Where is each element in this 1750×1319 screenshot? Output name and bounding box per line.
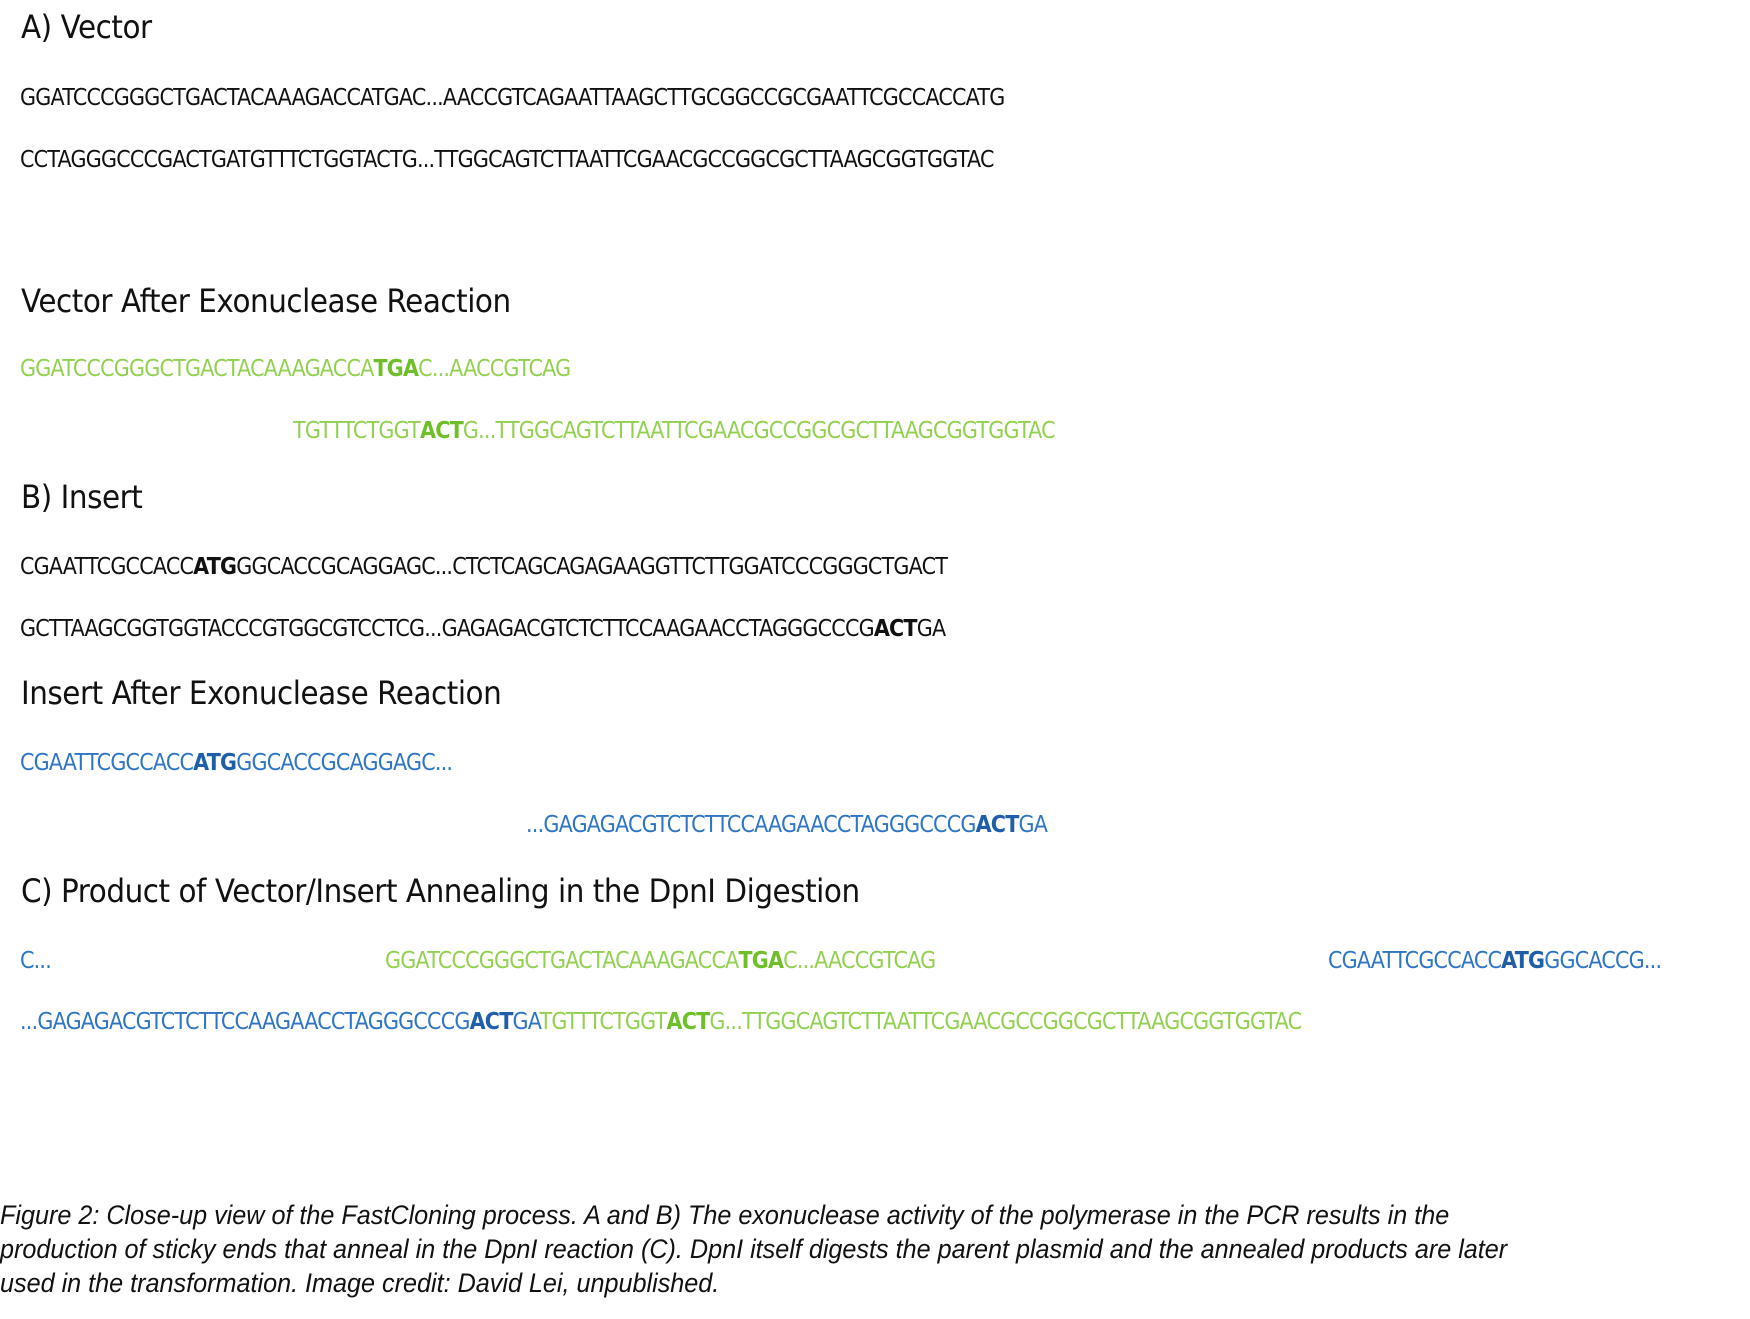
- seq-bold-part: ATG: [1501, 946, 1545, 974]
- vector-top-strand: GGATCCCGGGCTGACTACAAAGACCATGAC...AACCGTC…: [20, 83, 1005, 111]
- seq-part: ...GAGAGACGTCTCTTCCAAGAACCTAGGGCCCG: [526, 810, 976, 838]
- seq-part: CGAATTCGCCACC: [20, 748, 194, 776]
- seq-bold-part: ATG: [193, 552, 237, 580]
- seq-bold-part: TGA: [373, 354, 419, 382]
- insert-after-bottom-strand: ...GAGAGACGTCTCTTCCAAGAACCTAGGGCCCGACTGA: [526, 810, 1048, 838]
- product-top-insert-right: CGAATTCGCCACCATGGGCACCG...: [1328, 946, 1662, 974]
- product-bottom-vector: TGTTTCTGGTACTG...TTGGCAGTCTTAATTCGAACGCC…: [539, 1007, 1303, 1035]
- product-bottom-strand: ...GAGAGACGTCTCTTCCAAGAACCTAGGGCCCGACTGA…: [20, 1007, 1303, 1035]
- vector-after-heading: Vector After Exonuclease Reaction: [21, 282, 511, 320]
- section-a-heading: A) Vector: [21, 8, 152, 46]
- caption-line: production of sticky ends that anneal in…: [0, 1234, 1508, 1264]
- vector-after-bottom-strand: TGTTTCTGGTACTG...TTGGCAGTCTTAATTCGAACGCC…: [293, 416, 1056, 444]
- seq-part: G...TTGGCAGTCTTAATTCGAACGCCGGCGCTTAAGCGG…: [462, 416, 1056, 444]
- seq-part: GA: [1018, 810, 1048, 838]
- product-bottom-insert: ...GAGAGACGTCTCTTCCAAGAACCTAGGGCCCGACTGA: [20, 1007, 540, 1035]
- seq-part: TGTTTCTGGT: [539, 1007, 668, 1035]
- seq-part: CGAATTCGCCACC: [20, 552, 194, 580]
- seq-part: GGCACCG...: [1544, 946, 1662, 974]
- caption-line: Figure 2: Close-up view of the FastCloni…: [0, 1200, 1450, 1230]
- seq-part: TGTTTCTGGT: [293, 416, 421, 444]
- seq-bold-part: ACT: [469, 1007, 514, 1035]
- product-top-insert-left: C...: [20, 946, 52, 974]
- seq-part: GGATCCCGGGCTGACTACAAAGACCA: [385, 946, 739, 974]
- seq-part: CGAATTCGCCACC: [1328, 946, 1502, 974]
- insert-bottom-strand: GCTTAAGCGGTGGTACCCGTGGCGTCCTCG...GAGAGAC…: [20, 614, 946, 642]
- seq-bold-part: TGA: [738, 946, 784, 974]
- insert-top-strand: CGAATTCGCCACCATGGGCACCGCAGGAGC...CTCTCAG…: [20, 552, 948, 580]
- seq-part: C...AACCGTCAG: [418, 354, 571, 382]
- seq-part: C...AACCGTCAG: [783, 946, 936, 974]
- figure-caption: Figure 2: Close-up view of the FastCloni…: [0, 1198, 1663, 1300]
- seq-part: GCTTAAGCGGTGGTACCCGTGGCGTCCTCG...GAGAGAC…: [20, 614, 875, 642]
- seq-bold-part: ACT: [975, 810, 1020, 838]
- insert-after-top-strand: CGAATTCGCCACCATGGGCACCGCAGGAGC...: [20, 748, 453, 776]
- vector-bottom-strand: CCTAGGGCCCGACTGATGTTTCTGGTACTG...TTGGCAG…: [20, 145, 994, 173]
- seq-part: GA: [512, 1007, 541, 1035]
- seq-part: GGCACCGCAGGAGC...CTCTCAGCAGAGAAGGTTCTTGG…: [236, 552, 948, 580]
- product-top-vector: GGATCCCGGGCTGACTACAAAGACCATGAC...AACCGTC…: [385, 946, 936, 974]
- seq-bold-part: ATG: [193, 748, 237, 776]
- seq-part: ...GAGAGACGTCTCTTCCAAGAACCTAGGGCCCG: [20, 1007, 470, 1035]
- seq-part: GA: [916, 614, 946, 642]
- seq-part: G...TTGGCAGTCTTAATTCGAACGCCGGCGCTTAAGCGG…: [709, 1007, 1302, 1035]
- seq-part: GGATCCCGGGCTGACTACAAAGACCA: [20, 354, 374, 382]
- insert-after-heading: Insert After Exonuclease Reaction: [21, 674, 502, 712]
- section-c-heading: C) Product of Vector/Insert Annealing in…: [21, 872, 860, 910]
- seq-bold-part: ACT: [666, 1007, 710, 1035]
- seq-bold-part: ACT: [873, 614, 918, 642]
- vector-after-top-strand: GGATCCCGGGCTGACTACAAAGACCATGAC...AACCGTC…: [20, 354, 571, 382]
- section-b-heading: B) Insert: [21, 478, 143, 516]
- caption-line: used in the transformation. Image credit…: [0, 1268, 720, 1298]
- seq-bold-part: ACT: [419, 416, 464, 444]
- seq-part: GGCACCGCAGGAGC...: [236, 748, 453, 776]
